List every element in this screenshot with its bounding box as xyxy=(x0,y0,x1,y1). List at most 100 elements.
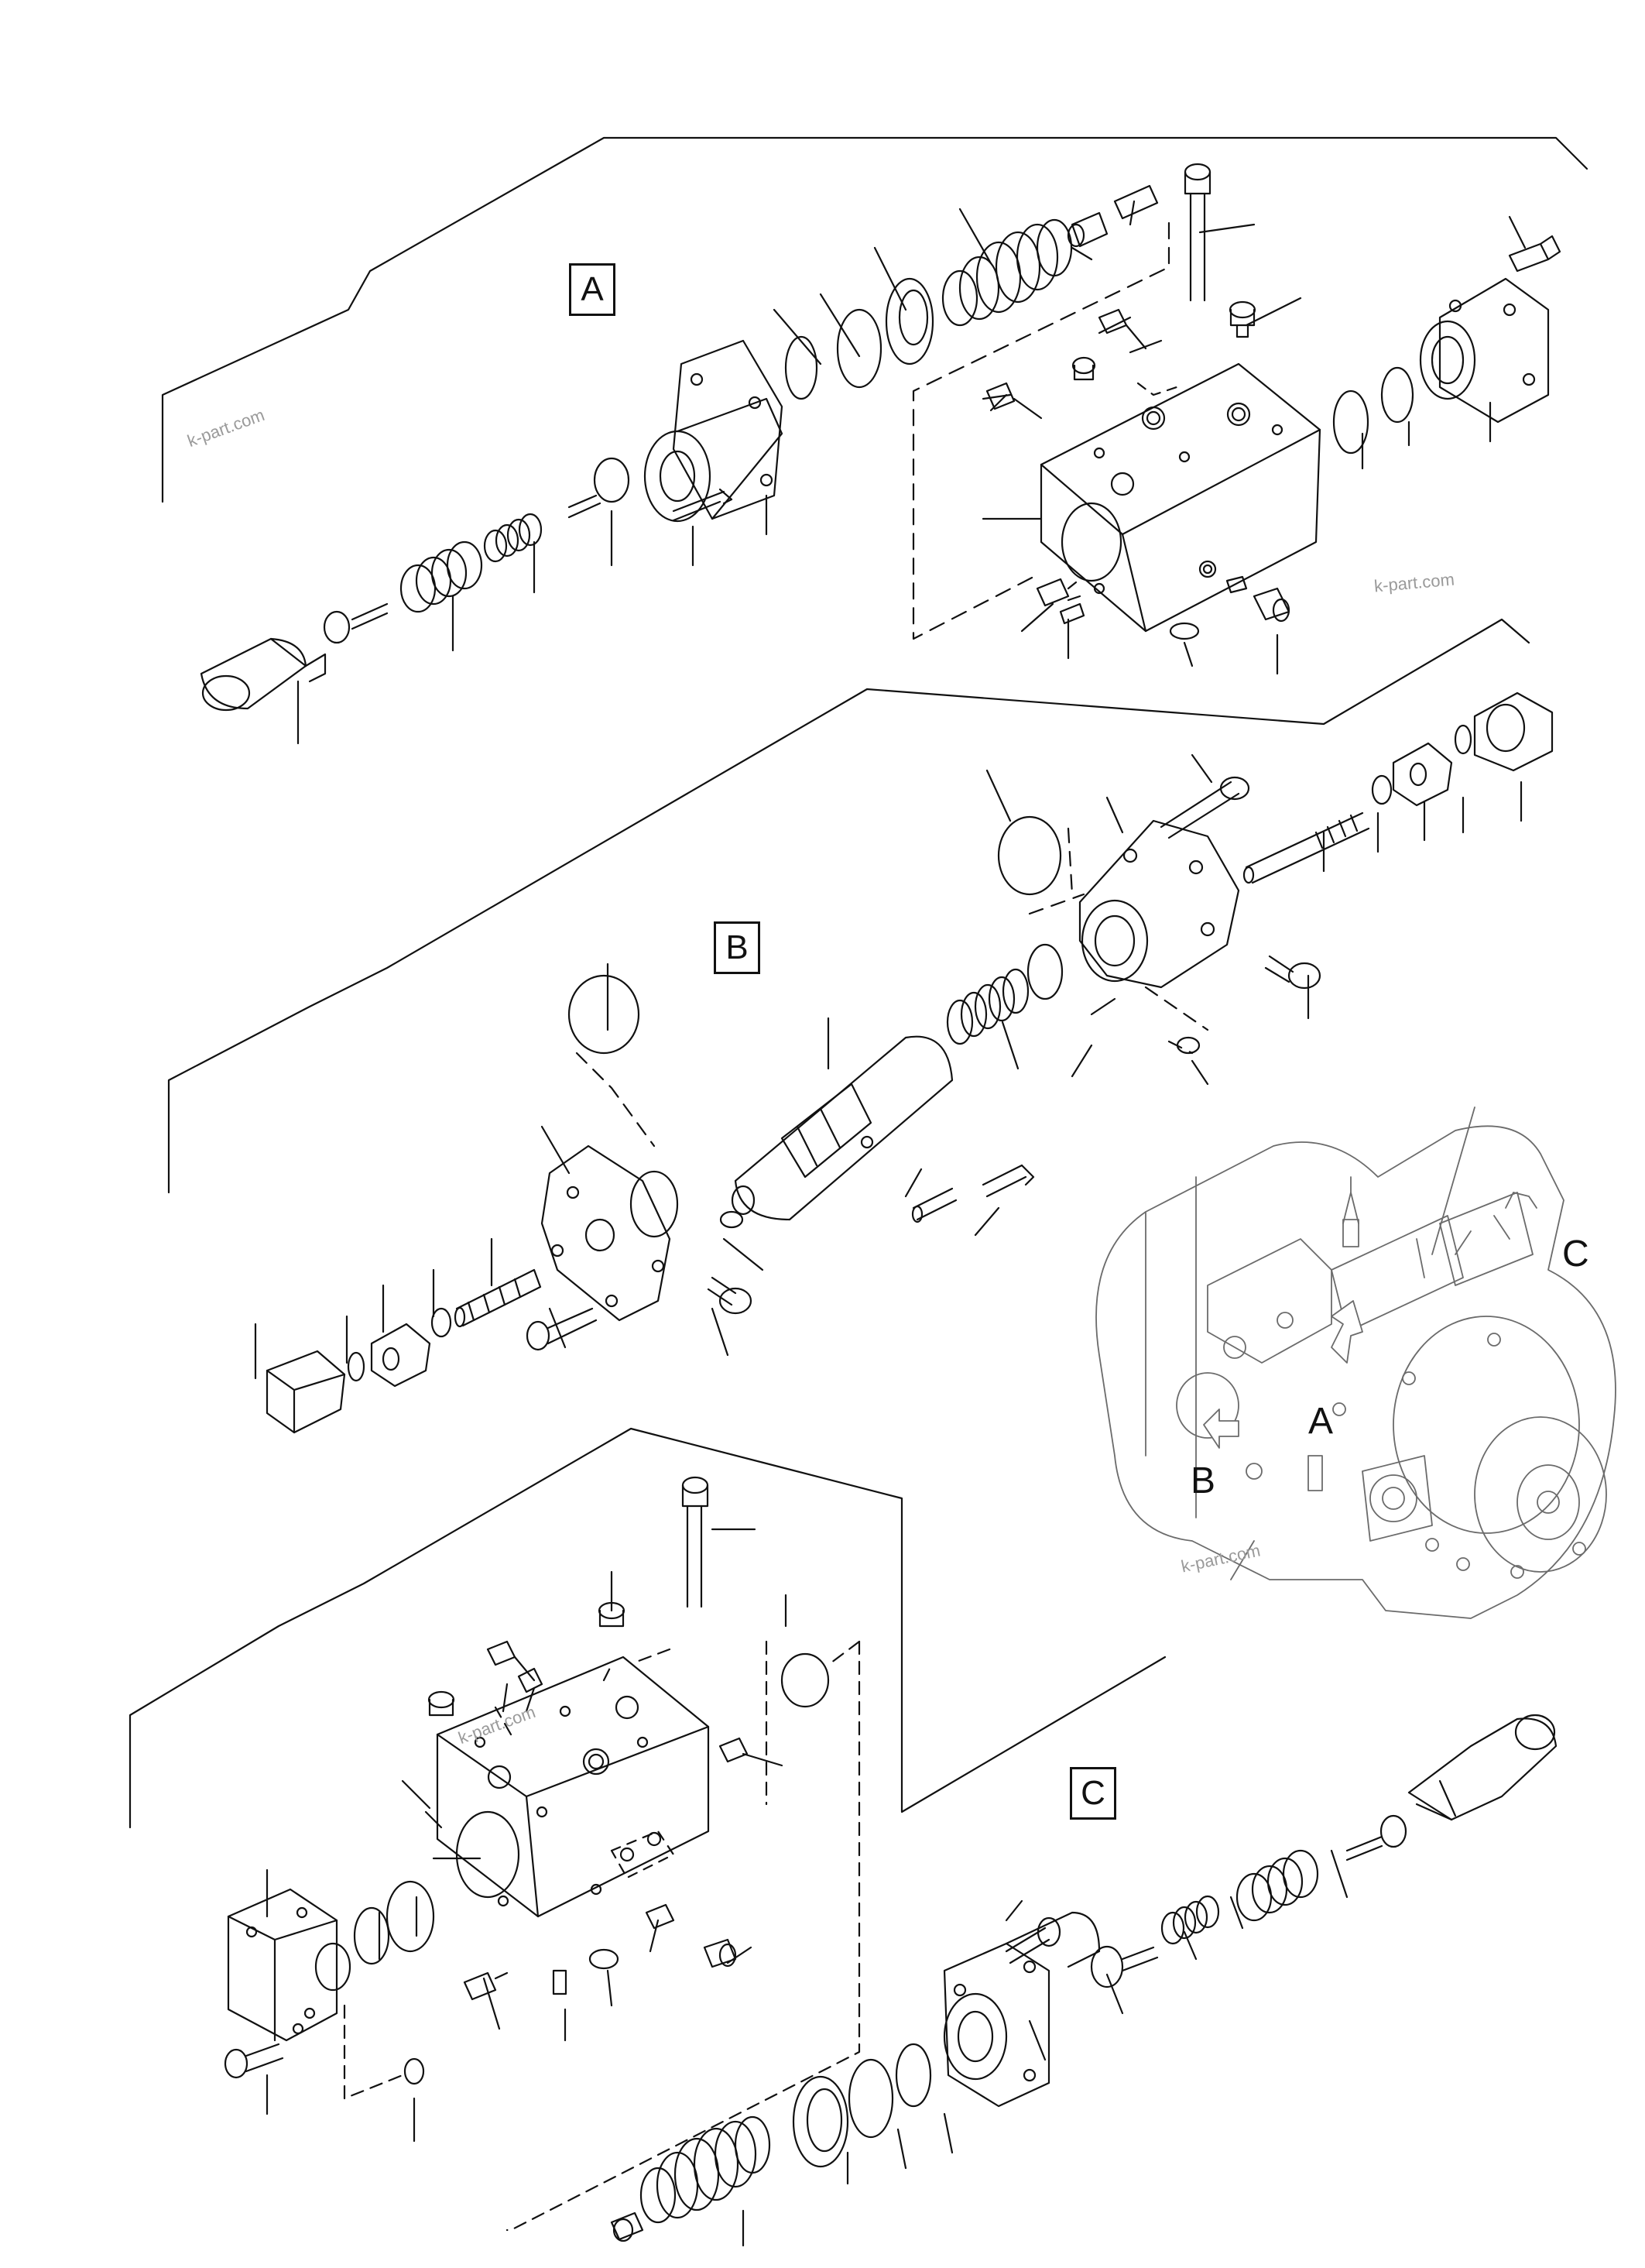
adjusting-screw-b xyxy=(454,1268,542,1328)
o-ring-b4 xyxy=(1176,1036,1201,1055)
assembly-dashed-b1 xyxy=(575,1052,656,1148)
plug-c8 xyxy=(703,1938,737,1968)
cover-flange-a xyxy=(643,339,783,523)
assembly-dashed-c4 xyxy=(765,1640,861,1806)
plug-c7 xyxy=(645,1903,675,1930)
section-b-label: B xyxy=(714,921,760,974)
o-ring-c2 xyxy=(386,1880,435,1953)
plug-a4 xyxy=(1071,356,1096,381)
o-ring-a5 xyxy=(1332,389,1369,455)
section-b-group xyxy=(167,618,1554,1434)
spring-pin-b xyxy=(911,1187,958,1223)
lock-nut-b xyxy=(370,1323,431,1388)
assembly-dashed-a2 xyxy=(1136,382,1178,396)
adjusting-plug-a xyxy=(200,637,327,712)
cover-plate-c xyxy=(227,1888,351,2042)
assembly-dashed-a xyxy=(912,221,1170,640)
outer-spring-c xyxy=(1235,1849,1319,1922)
flange-bolt-b2 xyxy=(707,1276,752,1315)
plug-c6 xyxy=(463,1971,509,2001)
flange-bolt-c1 xyxy=(224,2043,284,2079)
spring-guide-a xyxy=(898,289,929,346)
flange-bolt-b4 xyxy=(1160,776,1250,839)
piston-b xyxy=(731,1035,954,1221)
o-ring-c3 xyxy=(403,2057,425,2085)
spring-seat-c1 xyxy=(1090,1945,1159,1988)
cover-flange-a-right xyxy=(1419,277,1550,424)
spring-seat-a2 xyxy=(567,457,630,519)
plug-c1 xyxy=(598,1601,625,1628)
section-c-label: C xyxy=(1070,1767,1116,1820)
cap-nut-b xyxy=(266,1350,346,1434)
valve-block-a xyxy=(1040,362,1321,633)
flange-bolt-c2 xyxy=(1005,1916,1061,1964)
plug-a2 xyxy=(1229,300,1256,338)
cover-plate-b xyxy=(540,1144,679,1322)
seal-washer-b3 xyxy=(1371,774,1393,805)
spool-assembly-a xyxy=(941,218,1073,327)
assembly-dashed-c3 xyxy=(610,1830,675,1879)
overview-marker-a: A xyxy=(1308,1401,1334,1442)
flange-bolt-b1 xyxy=(526,1307,598,1351)
o-ring-b5 xyxy=(997,815,1062,896)
o-ring-c5 xyxy=(588,1948,619,1970)
spring-seat-c2 xyxy=(1345,1814,1407,1861)
adjusting-screw-b2 xyxy=(1242,811,1370,884)
o-ring-c8 xyxy=(895,2043,932,2108)
lock-nut-b2 xyxy=(1392,742,1453,807)
set-screw-c1 xyxy=(552,1969,567,1995)
assembly-dashed-b2 xyxy=(1028,893,1209,1055)
plug-c9 xyxy=(610,2211,644,2242)
plug-a1 xyxy=(1067,211,1109,248)
o-ring-a6 xyxy=(1380,366,1414,424)
section-a-leaders xyxy=(296,200,1527,745)
o-ring-c7 xyxy=(848,2058,894,2139)
spring-guide-c xyxy=(806,2088,843,2153)
o-ring-b1 xyxy=(719,1210,744,1229)
plug-c4 xyxy=(427,1690,455,1717)
section-c-group xyxy=(129,1427,1558,2247)
o-ring-a2 xyxy=(836,308,882,389)
o-ring-a3 xyxy=(885,277,934,365)
overview-marker-b: B xyxy=(1191,1460,1216,1501)
o-ring-a1 xyxy=(784,335,818,400)
plug-a5 xyxy=(985,382,1043,420)
section-a-group xyxy=(161,136,1588,745)
assembly-dashed-c1 xyxy=(343,2004,404,2100)
inner-spring-a xyxy=(483,513,543,563)
o-ring-b2 xyxy=(567,974,640,1055)
o-ring-c6 xyxy=(792,2075,849,2168)
inner-spring-c xyxy=(1160,1895,1220,1945)
o-ring-c1 xyxy=(353,1906,390,1965)
cap-nut-b2 xyxy=(1473,691,1554,772)
assembly-dashed-b3 xyxy=(1067,827,1074,896)
seal-washer-b4 xyxy=(1454,724,1472,755)
washer-a2 xyxy=(1225,575,1248,594)
o-ring-b3 xyxy=(1026,943,1064,1000)
plug-a6 xyxy=(1036,578,1081,607)
flange-bolt-a2 xyxy=(1508,235,1561,273)
set-screw-b1 xyxy=(982,1164,1035,1198)
plug-c3 xyxy=(517,1667,543,1693)
long-bolt-a xyxy=(1184,163,1211,302)
section-a-frame xyxy=(161,136,1588,503)
washer-a1 xyxy=(323,610,351,644)
overview-marker-c: C xyxy=(1562,1234,1589,1275)
section-c-frame xyxy=(129,1427,1167,1829)
assembly-dashed-c2 xyxy=(494,1640,861,2232)
plug-a7 xyxy=(1253,587,1290,623)
o-ring-c4 xyxy=(780,1652,830,1708)
section-b-frame xyxy=(167,618,1530,1194)
o-ring-a4 xyxy=(1169,622,1200,640)
long-bolt-c xyxy=(681,1476,709,1608)
section-b-leaders xyxy=(254,753,1523,1380)
seal-washer-b1 xyxy=(347,1351,365,1382)
flange-body-b xyxy=(1078,819,1240,989)
flange-bolt-b3 xyxy=(1264,955,1321,990)
spring-b xyxy=(946,968,1030,1045)
section-a-label: A xyxy=(569,263,615,316)
flange-bolt-a1 xyxy=(672,488,733,522)
valve-block-c xyxy=(436,1656,710,1918)
set-screw-a1 xyxy=(1113,184,1159,220)
outer-spring-a xyxy=(399,540,483,613)
